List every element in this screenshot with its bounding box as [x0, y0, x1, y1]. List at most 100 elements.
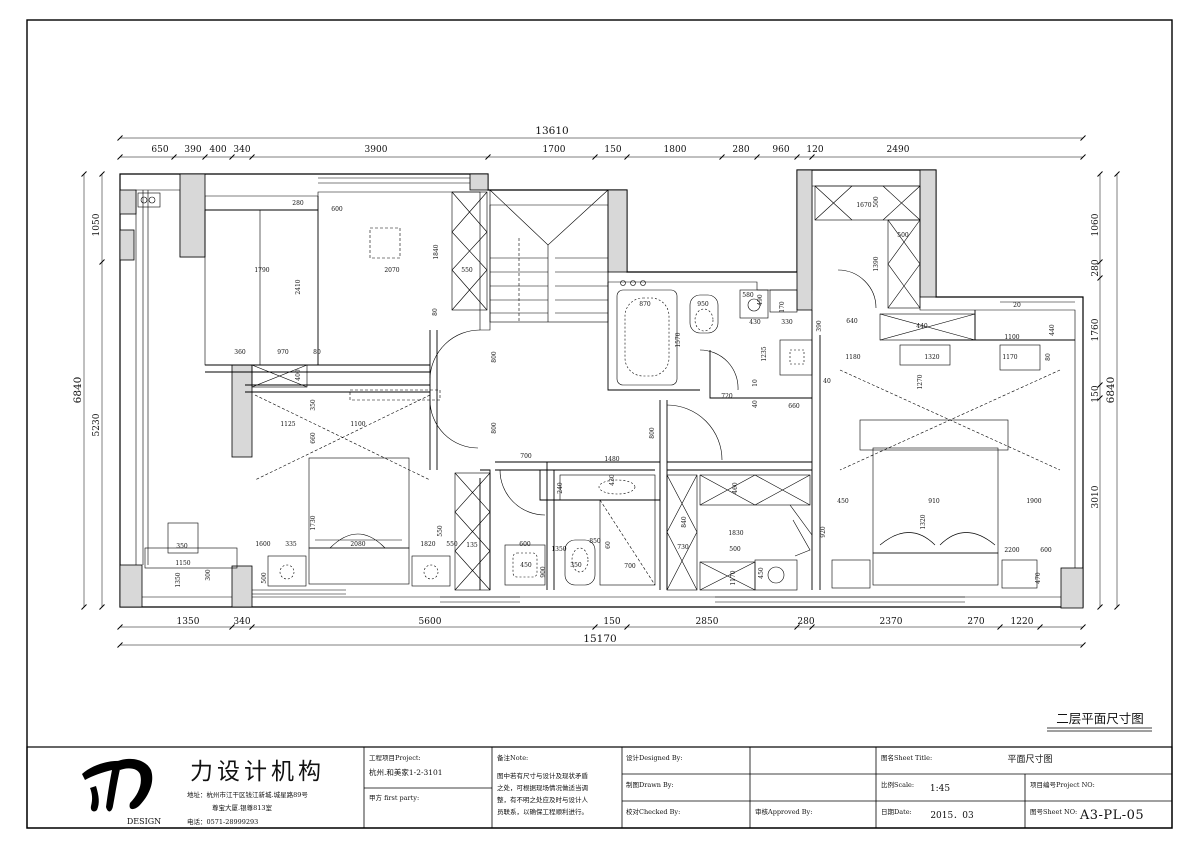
- dimension-tick: [229, 154, 235, 160]
- interior-dim-label: 40: [823, 378, 831, 385]
- interior-dim-label: 1100: [1004, 334, 1019, 341]
- interior-dim-label: 660: [788, 403, 800, 410]
- interior-dim-label: 1350: [551, 546, 566, 553]
- wall-blocks: [119, 169, 1084, 609]
- interior-dim-label: 1100: [350, 421, 365, 428]
- windows: [142, 177, 1075, 603]
- interior-dim-label: 580: [742, 292, 754, 299]
- bottom-dim-4: 150: [603, 617, 620, 627]
- dimension-tick: [1037, 624, 1043, 630]
- top-dim-6: 1700: [543, 145, 566, 155]
- bottom-dim-1: 1350: [177, 617, 200, 627]
- interior-dim-label: 80: [1045, 353, 1052, 361]
- left-dim-1: 1050: [92, 213, 102, 236]
- note-line-3: 整，有不明之处应及时与设计人: [497, 795, 589, 804]
- floor-plan: [119, 169, 1084, 609]
- sheet-title-value: 平面尺寸图: [1007, 753, 1052, 765]
- note-line-2: 之处，可根据现场情况做适当调: [497, 783, 588, 792]
- dimension-tick: [249, 154, 255, 160]
- interior-dim-label: 910: [928, 498, 940, 505]
- dimension-tick: [754, 154, 760, 160]
- sheet-caption-underline: [1047, 727, 1152, 732]
- dimension-tick: [1097, 275, 1103, 281]
- date-value: 2015．03: [930, 811, 974, 821]
- note-label: 备注Note:: [497, 753, 528, 762]
- dimension-tick: [99, 604, 105, 610]
- interior-dim-label: 1150: [175, 560, 190, 567]
- interior-dim-label: 1840: [433, 244, 440, 259]
- bottom-dim-6: 280: [797, 617, 814, 627]
- interior-dim-label: 800: [491, 351, 498, 363]
- title-block: [26, 746, 1173, 829]
- interior-dim-label: 660: [310, 432, 317, 444]
- interior-dim-label: 500: [261, 572, 268, 584]
- dimension-tick: [229, 624, 235, 630]
- right-dim-2: 280: [1091, 259, 1101, 276]
- interior-dim-label: 720: [721, 393, 733, 400]
- interior-dim-label: 550: [446, 541, 458, 548]
- firm-phone: 电话：0571-28999293: [187, 817, 258, 826]
- interior-dim-label: 470: [1035, 572, 1042, 584]
- scale-label: 比例Scale:: [881, 780, 914, 789]
- top-overall-dim: 13610: [535, 125, 568, 137]
- interior-dim-label: 1320: [920, 514, 927, 529]
- bottom-dim-2: 340: [233, 617, 250, 627]
- interior-dim-label: 1820: [420, 541, 435, 548]
- dimension-tick: [1080, 642, 1086, 648]
- dimension-tick: [1080, 624, 1086, 630]
- interior-dim-label: 1570: [675, 332, 682, 347]
- interior-dim-label: 600: [519, 541, 531, 548]
- interior-dim-label: 430: [609, 474, 616, 486]
- interior-dim-label: 1170: [730, 570, 737, 585]
- date-label: 日期Date:: [881, 808, 912, 816]
- top-dim-3: 400: [209, 145, 226, 155]
- bottom-dim-3: 5600: [419, 617, 442, 627]
- interior-dim-label: 1830: [728, 530, 743, 537]
- interior-dim-label: 2070: [384, 267, 399, 274]
- dimension-tick: [1097, 259, 1103, 265]
- interior-dim-label: 1670: [856, 202, 871, 209]
- designed-by-label: 设计Designed By:: [626, 753, 683, 762]
- project-label: 工程项目Project:: [369, 753, 421, 762]
- interior-dim-label: 870: [639, 301, 651, 308]
- interior-dim-label: 10: [752, 379, 759, 387]
- interior-dim-label: 2410: [295, 279, 302, 294]
- left-dim-2: 5230: [92, 413, 102, 436]
- dimension-tick: [1080, 135, 1086, 141]
- interior-dim-label: 240: [557, 482, 564, 494]
- top-dim-8: 1800: [664, 145, 687, 155]
- interior-dim-label: 2200: [1004, 547, 1019, 554]
- interior-dim-label: 600: [1040, 547, 1052, 554]
- interior-dim-label: 350: [310, 399, 317, 411]
- dimension-tick: [99, 259, 105, 265]
- dimension-tick: [719, 154, 725, 160]
- interior-dim-label: 1390: [873, 256, 880, 271]
- top-segment-dims: 650 390 400 340 3900 1700 150 1800 280 9…: [151, 145, 909, 155]
- interior-dim-label: 900: [540, 566, 547, 578]
- dimension-tick: [171, 154, 177, 160]
- interior-dim-label: 350: [570, 562, 582, 569]
- dimension-tick: [249, 624, 255, 630]
- interior-dim-label: 970: [277, 349, 289, 356]
- dimension-tick: [794, 154, 800, 160]
- interior-dim-label: 60: [605, 541, 612, 549]
- top-dim-9: 280: [732, 145, 749, 155]
- interior-dim-label: 2080: [350, 541, 365, 548]
- firm-name: 力设计机构: [190, 759, 325, 785]
- interior-dim-label: 460: [732, 482, 739, 494]
- interior-dim-label: 450: [520, 562, 532, 569]
- interior-dim-label: 350: [176, 543, 188, 550]
- top-dim-1: 650: [151, 145, 168, 155]
- firm-address-line2: 尊宝大厦.银尊813室: [212, 803, 272, 812]
- right-overall-dim: 6840: [1105, 377, 1117, 404]
- interior-dim-label: 20: [1013, 302, 1021, 309]
- dimension-tick: [809, 624, 815, 630]
- sheet-caption: 二层平面尺寸图: [1056, 711, 1144, 726]
- interior-dim-label: 490: [757, 294, 764, 306]
- firm-logo-mark: [82, 758, 153, 812]
- dimension-tick: [809, 154, 815, 160]
- interior-dim-label: 850: [589, 538, 601, 545]
- dimension-tick: [117, 642, 123, 648]
- interior-dim-label: 135: [466, 542, 478, 549]
